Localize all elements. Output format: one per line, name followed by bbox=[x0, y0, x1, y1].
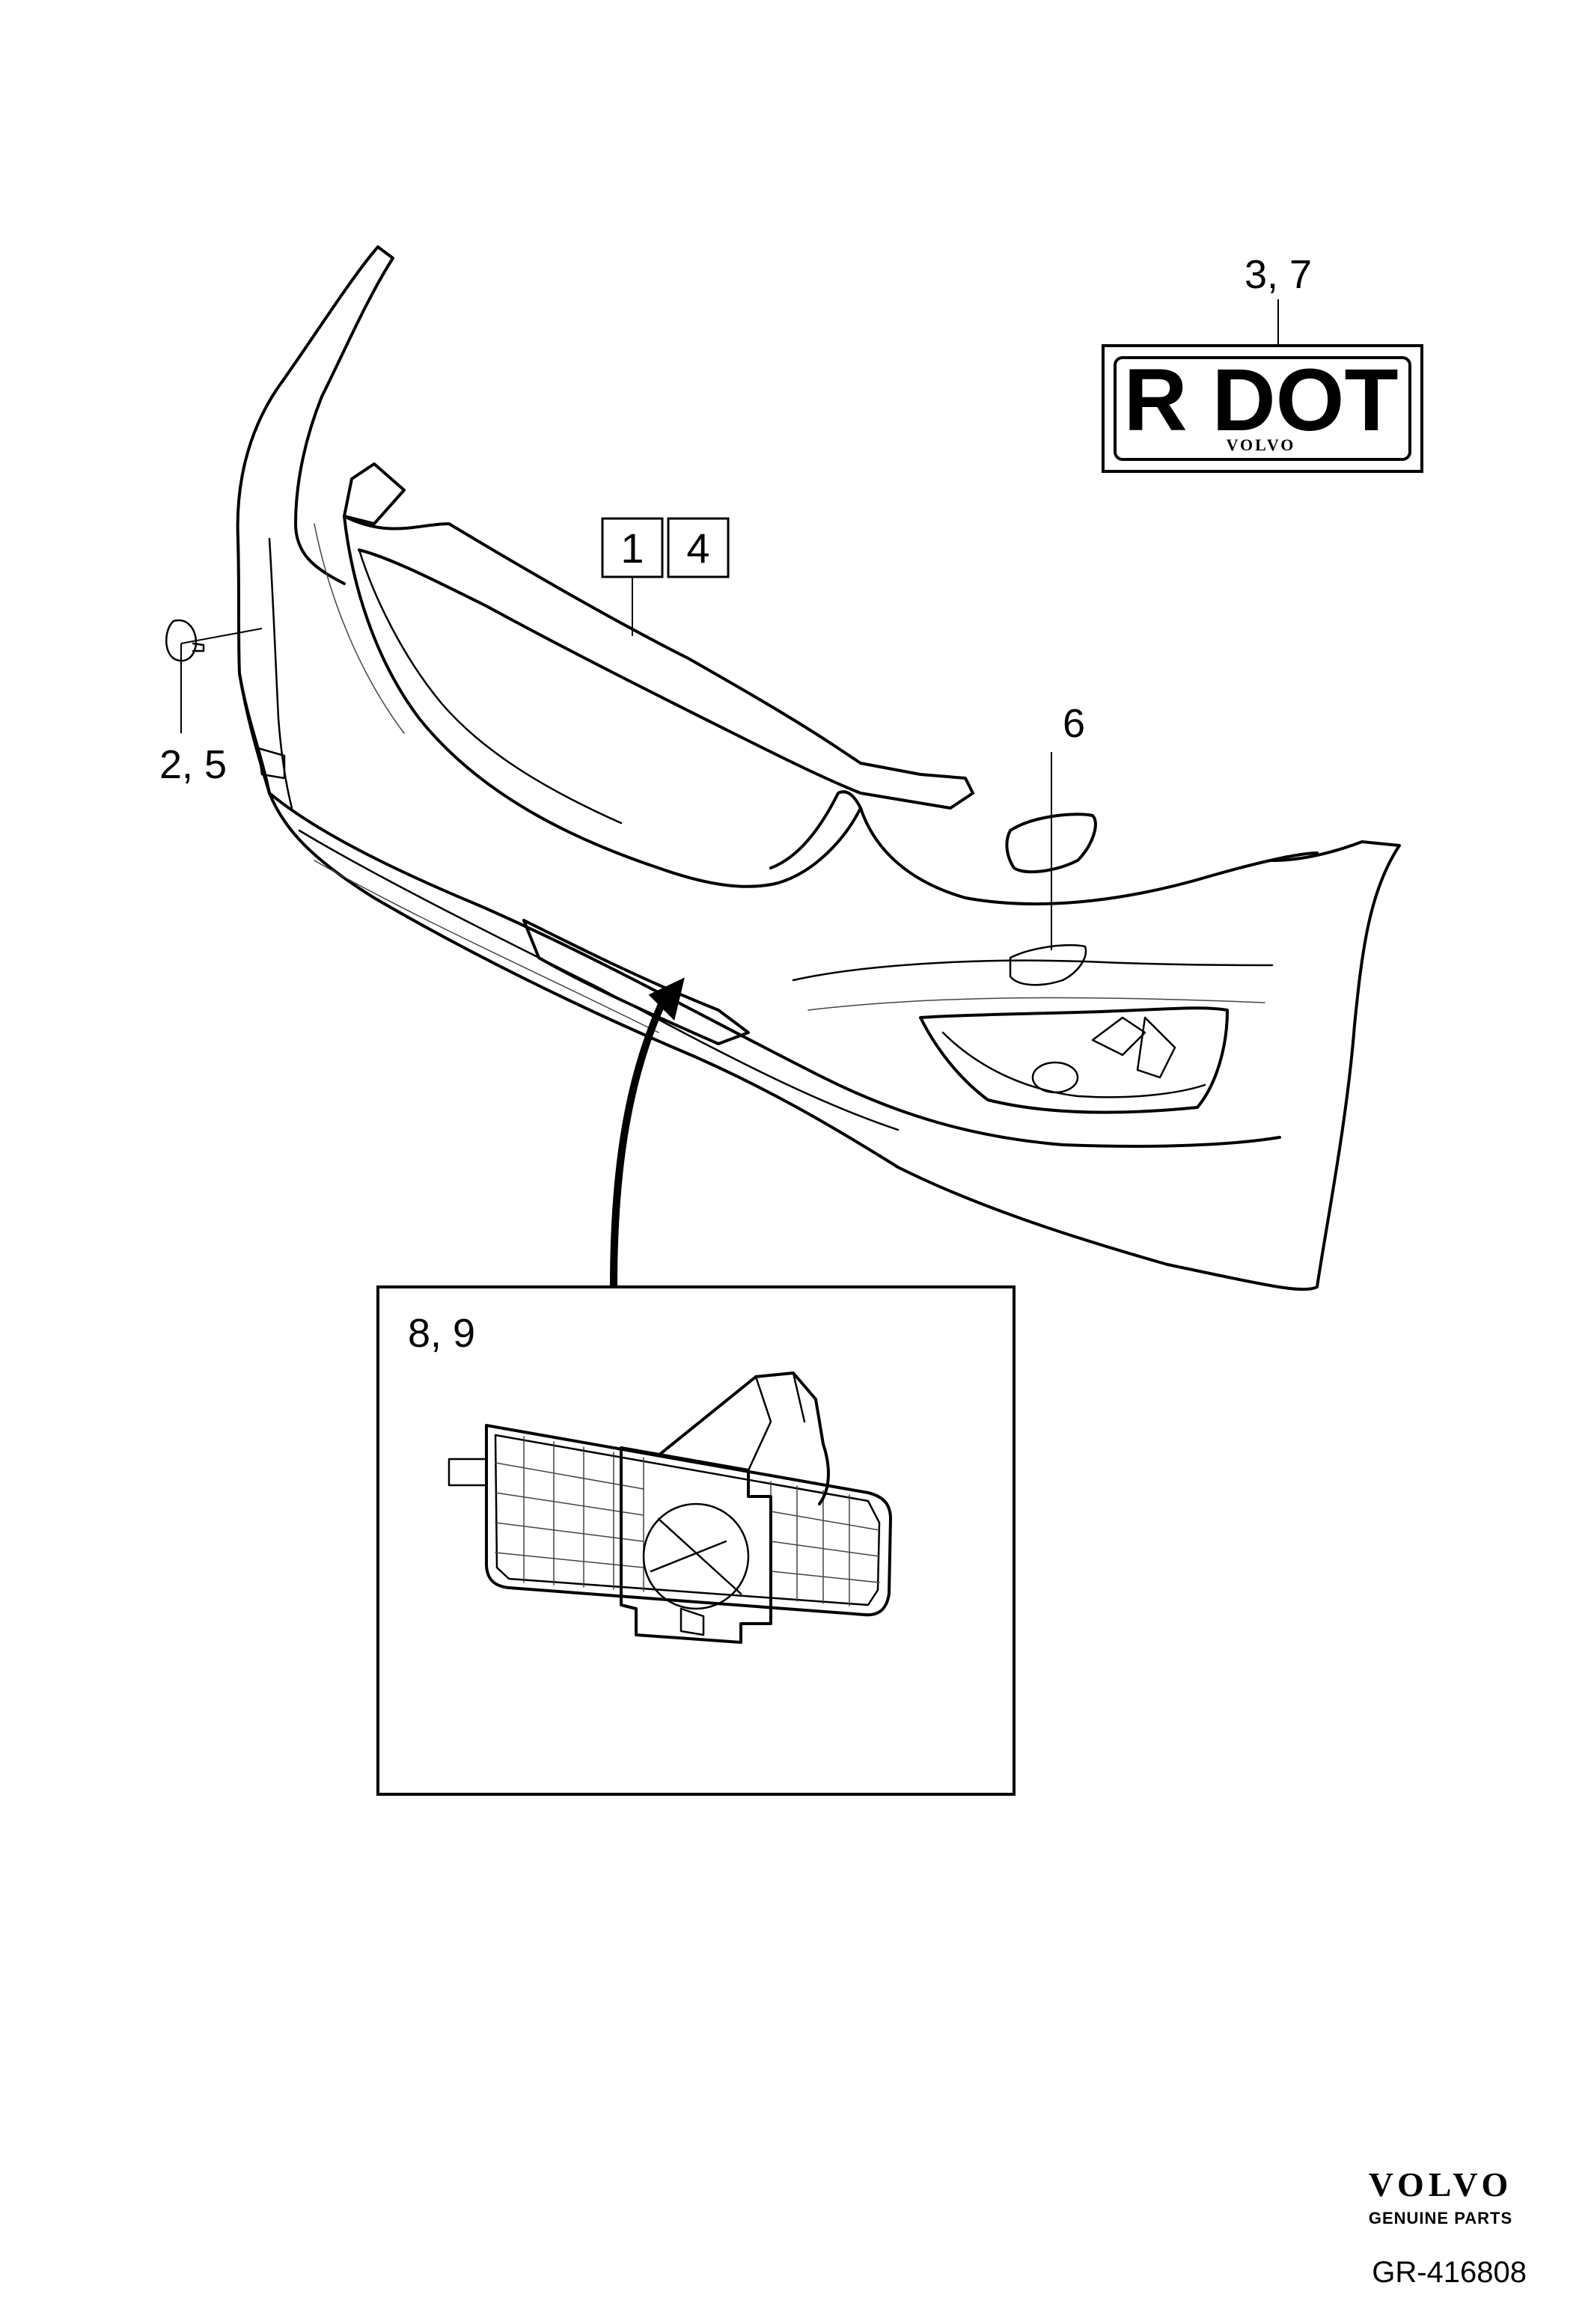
washer-nozzle-cover bbox=[1005, 813, 1097, 986]
callout-washer-cover: 6 bbox=[1063, 701, 1085, 746]
callout-box-a: 1 bbox=[620, 525, 644, 572]
bumper-upper-edge bbox=[294, 245, 394, 585]
fog-lamp-opening bbox=[919, 1006, 1229, 1114]
callout-box-b: 4 bbox=[686, 525, 709, 572]
lower-valance bbox=[268, 792, 1281, 1148]
callout-detail-parts: 8, 9 bbox=[408, 1311, 475, 1356]
bumper-outline bbox=[236, 245, 1401, 1291]
front-bumper-illustration bbox=[236, 245, 1401, 1291]
badge-sub-text: VOLVO bbox=[1227, 435, 1296, 454]
grille-trim bbox=[343, 515, 974, 810]
r-dot-badge: R DOT VOLVO bbox=[1102, 344, 1423, 473]
detail-box: 8, 9 bbox=[376, 1285, 1016, 1796]
bumper-plug bbox=[165, 619, 205, 662]
badge-main-text: R DOT bbox=[1123, 351, 1398, 450]
diagram-code: GR-416808 bbox=[1372, 2256, 1527, 2289]
callout-plug-parts: 2, 5 bbox=[159, 742, 227, 787]
callout-badge-parts: 3, 7 bbox=[1245, 252, 1312, 297]
grille-opening bbox=[343, 515, 862, 888]
detail-arrow bbox=[610, 1000, 666, 1288]
volvo-genuine-parts-logo: VOLVO GENUINE PARTS bbox=[1369, 2165, 1513, 2227]
sensor-bracket bbox=[448, 1372, 892, 1644]
brand-name: VOLVO bbox=[1369, 2165, 1513, 2204]
callout-box-parts: 1 4 bbox=[601, 517, 730, 578]
bumper-right-side bbox=[859, 807, 1319, 906]
brand-subtitle: GENUINE PARTS bbox=[1369, 2209, 1512, 2227]
